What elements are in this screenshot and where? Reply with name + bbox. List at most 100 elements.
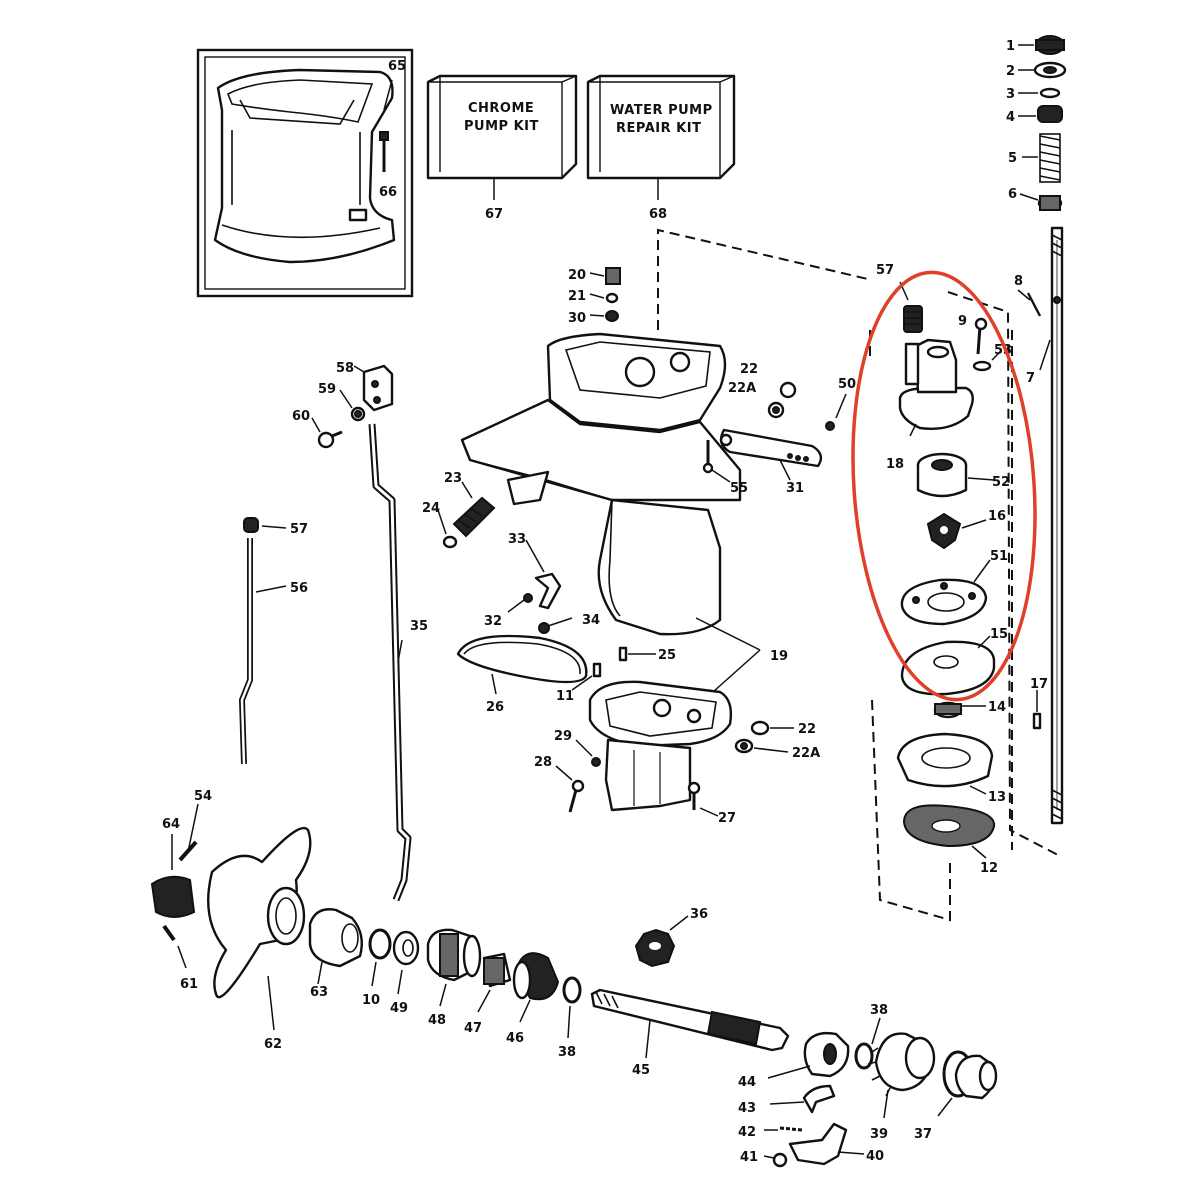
lower-pump-parts: 14 13 12: [896, 700, 1006, 876]
callout-35: 35: [410, 619, 428, 634]
callout-27: 27: [718, 811, 736, 826]
callout-22-upper: 22: [740, 362, 758, 377]
callout-45: 45: [632, 1063, 650, 1078]
callout-42: 42: [738, 1125, 756, 1140]
forward-gear-parts: 44 38 39 37 43 42 40 41: [738, 1003, 998, 1168]
highlight-ellipse: [851, 270, 1037, 702]
spring-23: 23 24: [422, 471, 496, 549]
callout-34: 34: [582, 613, 600, 628]
callout-36: 36: [690, 907, 708, 922]
callout-22a-lower: 22A: [792, 746, 820, 761]
callout-22a-upper: 22A: [728, 381, 756, 396]
callout-37: 37: [914, 1127, 932, 1142]
callout-50: 50: [838, 377, 856, 392]
callout-46: 46: [506, 1031, 524, 1046]
callout-16: 16: [988, 509, 1006, 524]
callout-59: 59: [318, 382, 336, 397]
callout-33: 33: [508, 532, 526, 547]
water-pump-assembly: 57 9 53 18 52 16 51: [851, 263, 1037, 702]
lower-gearcase: [588, 680, 733, 812]
callout-49: 49: [390, 1001, 408, 1016]
callout-30: 30: [568, 311, 586, 326]
callout-22-lower: 22: [798, 722, 816, 737]
callout-24: 24: [422, 501, 440, 516]
callout-68: 68: [649, 207, 667, 222]
callout-18: 18: [886, 457, 904, 472]
callout-17: 17: [1030, 677, 1048, 692]
callout-41: 41: [740, 1150, 758, 1165]
grommet-upper: 22 22A: [728, 362, 797, 419]
shift-rod: 58 59 60 35: [292, 361, 428, 902]
callout-21: 21: [568, 289, 586, 304]
chrome-kit-label-line1: CHROME: [468, 101, 534, 116]
callout-57-tube: 57: [290, 522, 308, 537]
callout-63: 63: [310, 985, 328, 1000]
callout-26: 26: [486, 700, 504, 715]
callout-58: 58: [336, 361, 354, 376]
callout-57-pump: 57: [876, 263, 894, 278]
callout-38-left: 38: [558, 1045, 576, 1060]
assembly-dashed-lines: [657, 228, 1061, 922]
bracket-33: 33 32 34: [484, 532, 600, 634]
water-kit-label-line1: WATER PUMP: [610, 103, 713, 118]
callout-64: 64: [162, 817, 180, 832]
callout-66: 66: [379, 185, 397, 200]
seal-26: 25 26 11: [456, 634, 676, 715]
callout-25: 25: [658, 648, 676, 663]
callout-7: 7: [1026, 371, 1035, 386]
propshaft-parts: 63 10 49 48 47 46 38: [308, 908, 582, 1060]
callout-28: 28: [534, 755, 552, 770]
chrome-pump-kit-box: CHROME PUMP KIT 67: [426, 74, 578, 222]
callout-15: 15: [990, 627, 1008, 642]
callout-14: 14: [988, 700, 1006, 715]
callout-20: 20: [568, 268, 586, 283]
callout-31: 31: [786, 481, 804, 496]
callout-4: 4: [1006, 110, 1015, 125]
callout-39: 39: [870, 1127, 888, 1142]
callout-11: 11: [556, 689, 574, 704]
callout-48: 48: [428, 1013, 446, 1028]
callout-3: 3: [1006, 87, 1015, 102]
water-kit-label-line2: REPAIR KIT: [616, 121, 701, 136]
screws-lower: 29 28 27: [534, 729, 736, 826]
callout-67: 67: [485, 207, 503, 222]
small-fasteners-top: 20 21 30: [568, 267, 621, 326]
callout-55: 55: [730, 481, 748, 496]
callout-40: 40: [866, 1149, 884, 1164]
callout-23: 23: [444, 471, 462, 486]
grommet-lower: 22 22A: [734, 720, 820, 761]
callout-9: 9: [958, 314, 967, 329]
callout-65: 65: [388, 59, 406, 74]
callout-19: 19: [770, 649, 788, 664]
shift-arm: 55 31: [702, 428, 823, 496]
pinion-gear: 36: [634, 907, 708, 968]
callout-29: 29: [554, 729, 572, 744]
driveshaft: 8 7 17: [1014, 226, 1064, 825]
callout-62: 62: [264, 1037, 282, 1052]
callout-1: 1: [1006, 39, 1015, 54]
drive-shaft-housing: 19: [460, 332, 788, 701]
callout-52: 52: [992, 475, 1010, 490]
callout-2: 2: [1006, 64, 1015, 79]
propeller-shaft: 45: [590, 988, 790, 1078]
callout-5: 5: [1008, 151, 1017, 166]
water-tube: 57 56: [239, 517, 308, 765]
callout-38-right: 38: [870, 1003, 888, 1018]
seal-stack-parts: 1 2 3 4 5 6: [1006, 35, 1067, 211]
callout-13: 13: [988, 790, 1006, 805]
propeller: 54 64 61 62: [150, 789, 312, 1052]
water-pump-repair-kit-box: WATER PUMP REPAIR KIT 68: [586, 74, 736, 222]
screw-50: 50: [825, 377, 856, 431]
callout-60: 60: [292, 409, 310, 424]
callout-8: 8: [1014, 274, 1023, 289]
callout-12: 12: [980, 861, 998, 876]
inset-exhaust-housing: 65 66: [196, 48, 414, 298]
callout-54: 54: [194, 789, 212, 804]
callout-47: 47: [464, 1021, 482, 1036]
callout-56: 56: [290, 581, 308, 596]
callout-6: 6: [1008, 187, 1017, 202]
callout-44: 44: [738, 1075, 756, 1090]
chrome-kit-label-line2: PUMP KIT: [464, 119, 539, 134]
